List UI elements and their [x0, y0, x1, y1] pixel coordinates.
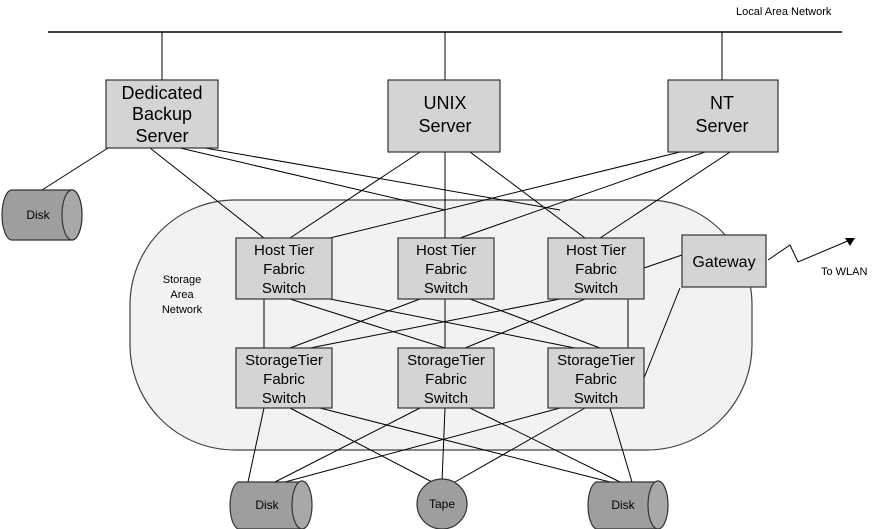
- svg-text:Host Tier: Host Tier: [416, 242, 476, 259]
- svg-text:UNIX: UNIX: [423, 93, 466, 113]
- nt-server: NT Server: [667, 79, 779, 153]
- svg-text:StorageTier: StorageTier: [557, 352, 635, 369]
- storage-tier-switch-2: StorageTier Fabric Switch: [397, 347, 495, 409]
- svg-text:Switch: Switch: [262, 280, 306, 297]
- wlan-lightning-link: [767, 239, 851, 263]
- svg-text:Storage: Storage: [163, 274, 202, 286]
- svg-text:Server: Server: [418, 116, 471, 136]
- host-tier-switch-1: Host Tier Fabric Switch: [235, 237, 333, 300]
- svg-text:Host Tier: Host Tier: [254, 242, 314, 259]
- storage-to-device-links: [247, 407, 633, 483]
- svg-text:Switch: Switch: [424, 280, 468, 297]
- svg-text:Switch: Switch: [574, 280, 618, 297]
- svg-text:Area: Area: [170, 289, 194, 301]
- svg-text:Fabric: Fabric: [263, 371, 305, 388]
- svg-text:Disk: Disk: [611, 498, 635, 512]
- right-storage-disk-device: Disk: [587, 480, 669, 529]
- svg-text:Disk: Disk: [255, 498, 279, 512]
- tape-device: Tape: [416, 478, 468, 529]
- svg-text:Disk: Disk: [26, 208, 50, 222]
- svg-text:Gateway: Gateway: [692, 254, 755, 271]
- svg-text:StorageTier: StorageTier: [245, 352, 323, 369]
- svg-text:Fabric: Fabric: [575, 371, 617, 388]
- svg-text:Host Tier: Host Tier: [566, 242, 626, 259]
- backup-disk-device: Disk: [1, 189, 83, 241]
- svg-text:NT: NT: [710, 93, 734, 113]
- gateway-box: Gateway: [681, 234, 767, 288]
- unix-server: UNIX Server: [387, 79, 501, 153]
- svg-text:Fabric: Fabric: [425, 261, 467, 278]
- svg-text:Server: Server: [695, 116, 748, 136]
- svg-text:Backup: Backup: [132, 104, 192, 124]
- svg-text:StorageTier: StorageTier: [407, 352, 485, 369]
- wlan-label: To WLAN: [821, 266, 868, 278]
- svg-text:Switch: Switch: [262, 390, 306, 407]
- svg-text:Network: Network: [162, 304, 203, 316]
- san-label: Storage Area Network: [162, 274, 203, 316]
- wlan-arrow-icon: [845, 238, 855, 246]
- lan-label: Local Area Network: [736, 6, 832, 18]
- svg-text:Switch: Switch: [424, 390, 468, 407]
- gateway-storage-link: [643, 287, 681, 379]
- backup-disk-link: [41, 147, 109, 191]
- host-to-storage-links: [263, 298, 629, 349]
- svg-text:Fabric: Fabric: [575, 261, 617, 278]
- svg-text:Fabric: Fabric: [263, 261, 305, 278]
- svg-text:Tape: Tape: [429, 497, 455, 511]
- svg-text:Server: Server: [135, 126, 188, 146]
- gateway-host-link: [643, 254, 683, 269]
- left-storage-disk-device: Disk: [229, 480, 313, 529]
- svg-text:Switch: Switch: [574, 390, 618, 407]
- svg-text:Dedicated: Dedicated: [121, 83, 202, 103]
- storage-tier-switch-3: StorageTier Fabric Switch: [547, 347, 645, 409]
- svg-text:Fabric: Fabric: [425, 371, 467, 388]
- server-to-host-links: [149, 147, 731, 239]
- host-tier-switch-2: Host Tier Fabric Switch: [397, 237, 495, 300]
- host-tier-switch-3: Host Tier Fabric Switch: [547, 237, 645, 300]
- storage-tier-switch-1: StorageTier Fabric Switch: [235, 347, 333, 409]
- dedicated-backup-server: Dedicated Backup Server: [105, 79, 219, 149]
